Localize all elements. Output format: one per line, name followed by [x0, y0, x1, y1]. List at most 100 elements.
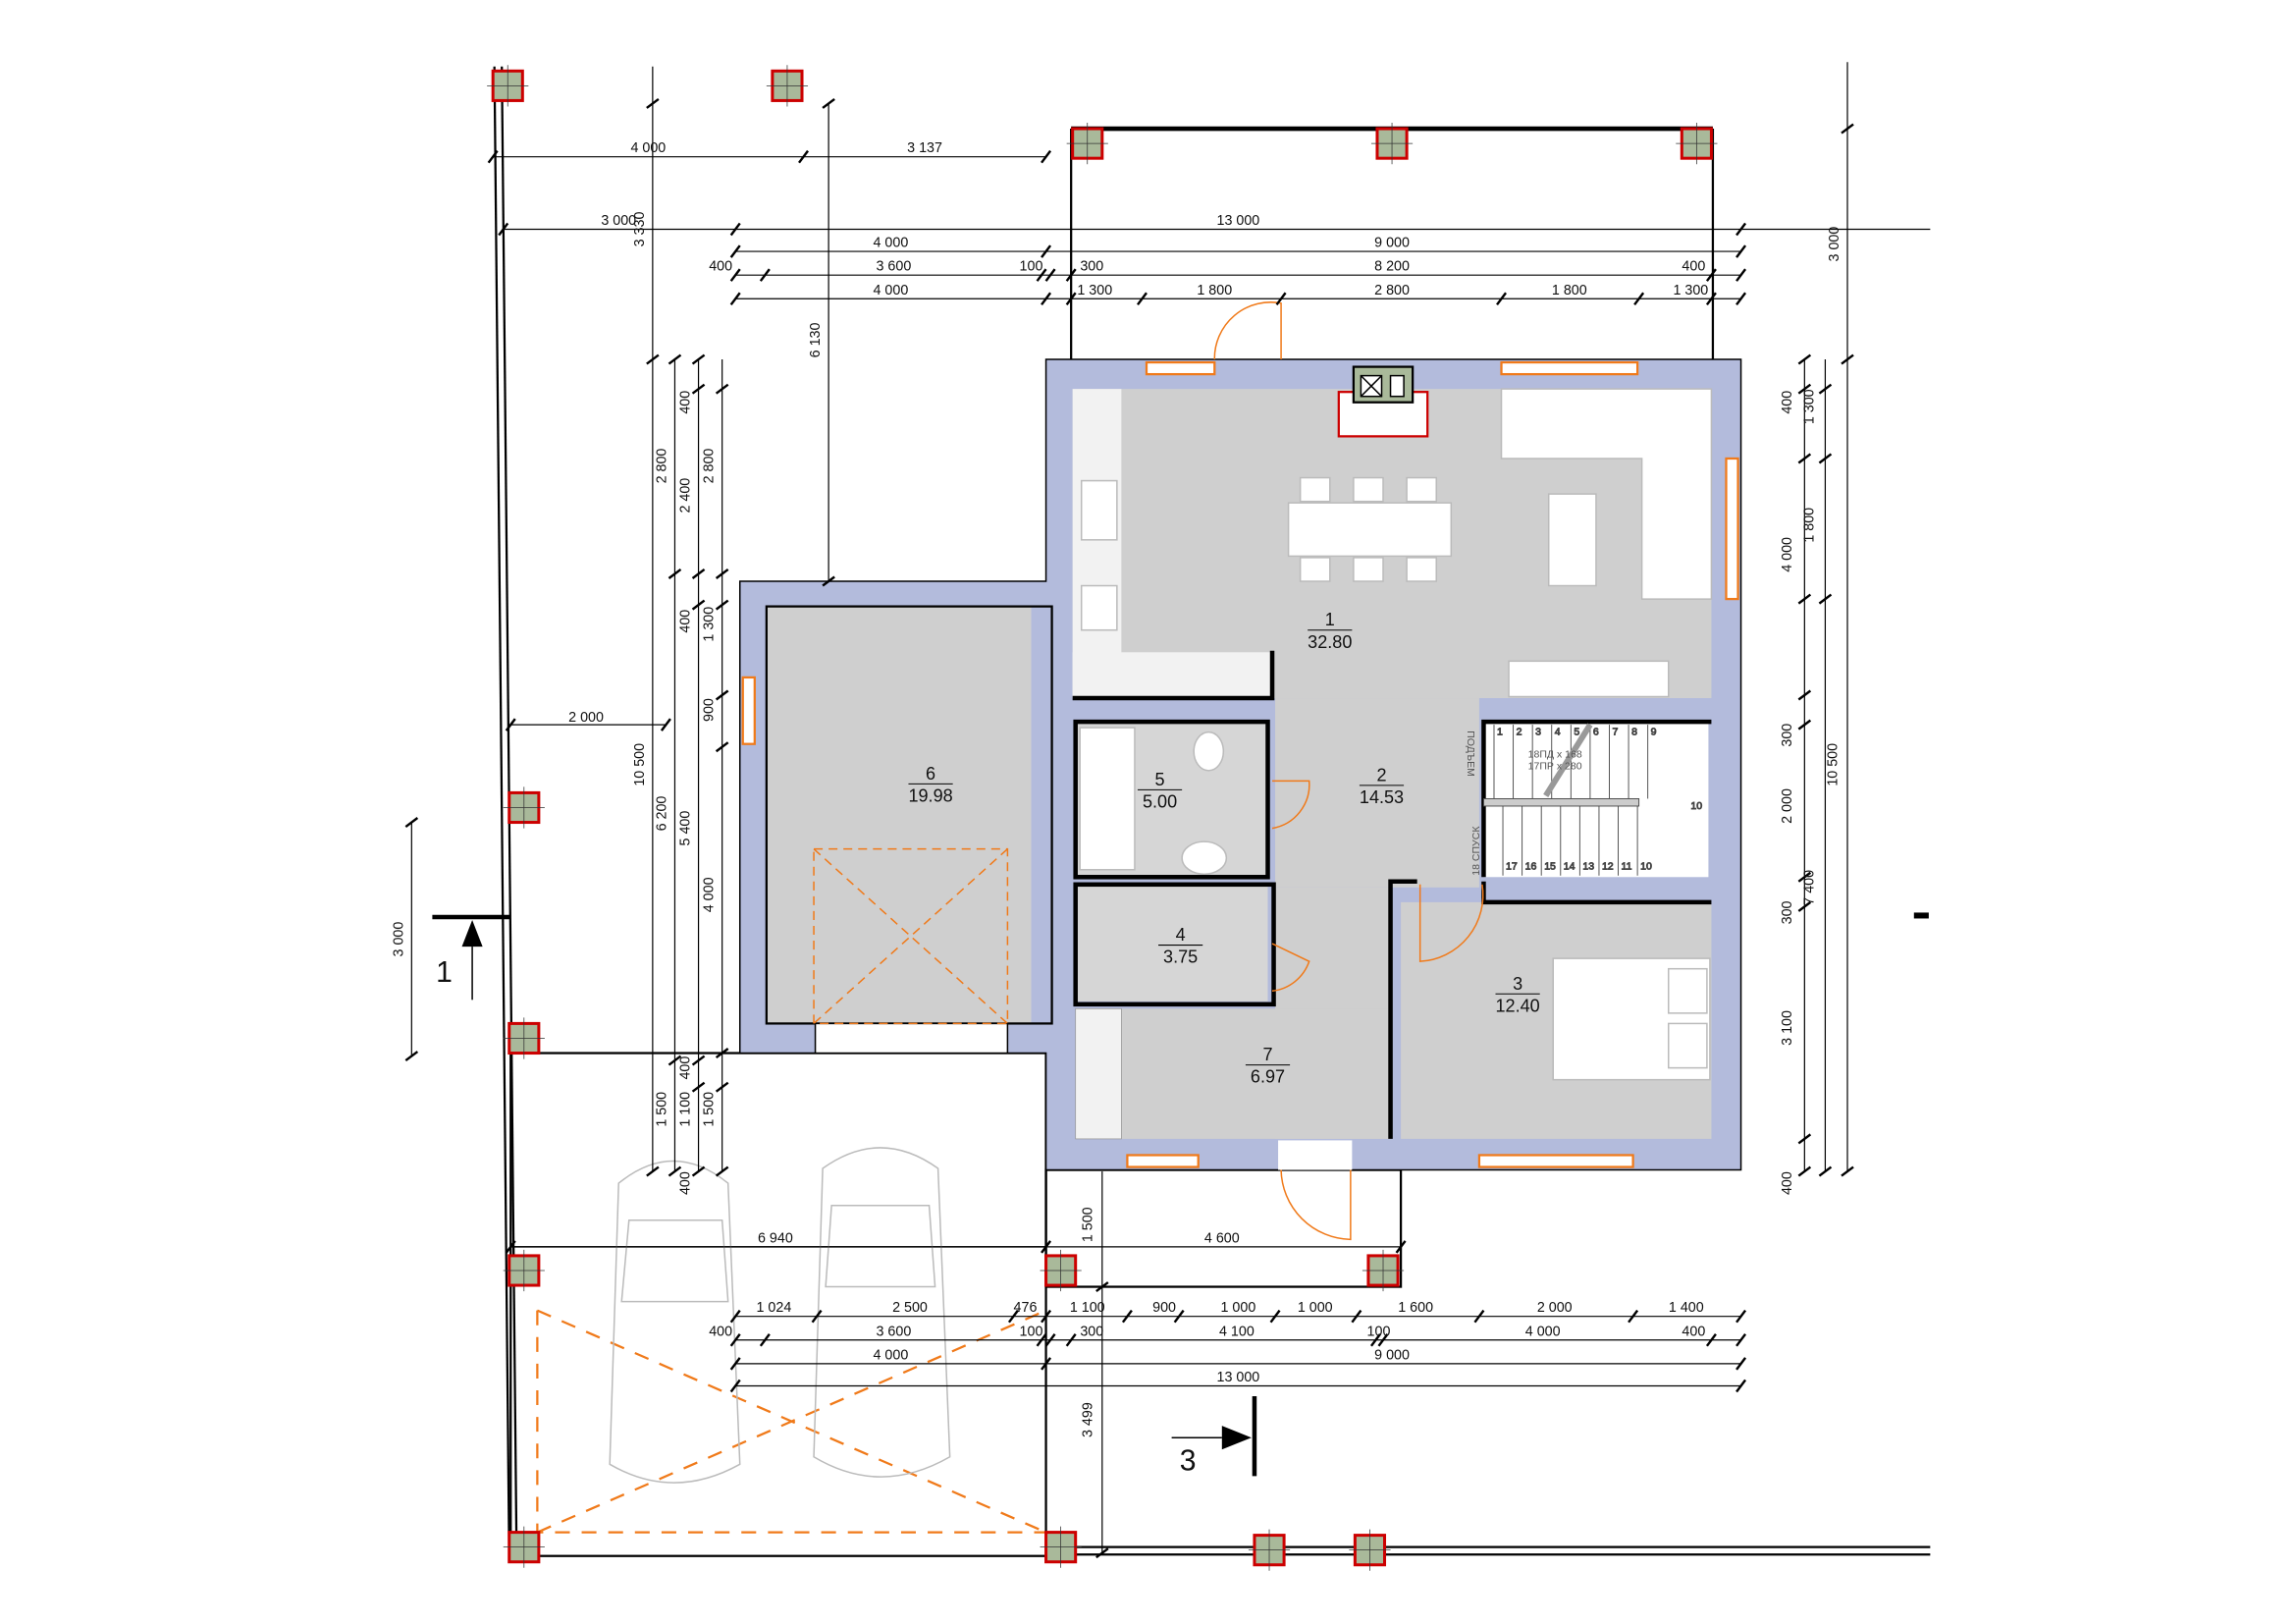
dimension-label: 9 000: [1374, 1347, 1410, 1363]
dimension-label: 2 500: [892, 1300, 928, 1316]
stair-step-number: 14: [1564, 861, 1575, 873]
dimension-tick: [1735, 1357, 1747, 1371]
dimension-tick: [715, 1081, 729, 1093]
stair-step-number: 2: [1517, 727, 1522, 738]
room-number: 7: [1262, 1045, 1272, 1064]
toilet: [1193, 731, 1225, 772]
dimension-tick: [1044, 268, 1056, 282]
dimension-label: 400: [678, 1171, 694, 1195]
section-tick-right: [1913, 912, 1929, 919]
dimension-label: 9 000: [1374, 236, 1410, 251]
stair-step-number: 9: [1651, 727, 1657, 738]
dimension-tick: [1705, 1333, 1717, 1347]
dimension-tick: [1041, 149, 1052, 164]
dimension-tick: [404, 1051, 419, 1062]
dimension-tick: [667, 353, 682, 365]
dimension-tick: [1841, 123, 1854, 135]
dimension-tick: [505, 718, 516, 731]
dimension-label: 3 100: [1780, 1010, 1795, 1046]
dimension-label: 1 100: [1070, 1300, 1105, 1316]
dimension-label: 3 600: [877, 1324, 912, 1339]
dimension-label: 6 200: [654, 796, 669, 832]
dimension-tick: [498, 222, 509, 237]
room-number: 3: [1513, 974, 1522, 994]
stair-step-number: 5: [1574, 727, 1579, 738]
dimension-label: 300: [1080, 259, 1103, 275]
dimension-tick: [1041, 1357, 1052, 1371]
dimension-label: 100: [1020, 1324, 1043, 1339]
dimension-tick: [660, 718, 671, 731]
column-axis: [1040, 1249, 1082, 1292]
dimension-tick: [691, 568, 706, 579]
dimension-tick: [667, 568, 682, 579]
room-number: 2: [1376, 765, 1386, 785]
dimension-label: 7 400: [1801, 870, 1817, 905]
dimension-label: 1 800: [1801, 508, 1817, 543]
stairs-up-label: ПОДЪЕМ: [1465, 731, 1476, 777]
dimension-tick: [1095, 1547, 1109, 1559]
doors: [813, 301, 1484, 1241]
dimension-label: 1 800: [1552, 283, 1587, 298]
dimension-tick: [1377, 1333, 1389, 1347]
room-number: 4: [1176, 925, 1186, 945]
dimension-tick: [1369, 1333, 1381, 1347]
dimension-label: 1 600: [1398, 1300, 1433, 1316]
dimension-label: 3 000: [391, 922, 406, 957]
column-axis: [1676, 123, 1718, 165]
dimension-tick: [1036, 1333, 1047, 1347]
dimension-tick: [1065, 292, 1077, 306]
dimension-label: 300: [1780, 724, 1795, 747]
dimension-label: 1 800: [1197, 283, 1232, 298]
stair-step-number: 8: [1631, 727, 1637, 738]
furniture: [1079, 388, 1713, 1081]
dimension-tick: [1797, 871, 1812, 883]
kitchen-island: [1547, 493, 1597, 587]
dimension-tick: [1269, 1309, 1281, 1324]
dimension-tick: [1818, 1165, 1833, 1177]
dining-table: [1287, 502, 1453, 558]
dimension-label: 3 600: [877, 259, 912, 275]
dimension-label: 1 500: [1080, 1207, 1095, 1242]
stair-step-number: 17: [1506, 861, 1518, 873]
car-right: [813, 1147, 951, 1478]
dimension-tick: [1797, 719, 1812, 731]
dimension-tick: [1473, 1309, 1485, 1324]
dimension-tick: [1797, 900, 1812, 912]
room-7-floor: [1121, 1008, 1391, 1139]
dimension-label: 2 000: [568, 710, 604, 726]
dimension-label: 3 000: [1827, 227, 1842, 262]
stair-step-number: 12: [1602, 861, 1614, 873]
dimension-label: 1 100: [678, 1092, 694, 1127]
dimension-tick: [1818, 383, 1833, 395]
dimension-tick: [1797, 383, 1812, 395]
dimension-label: 4 000: [1525, 1324, 1561, 1339]
dimension-label: 10 500: [632, 743, 648, 786]
section-marker-3: 3: [1171, 1396, 1257, 1477]
windows: [741, 360, 1739, 1170]
dimension-tick: [1735, 1333, 1747, 1347]
dimension-label: 300: [1780, 900, 1795, 924]
section-label-1: 1: [436, 956, 453, 989]
dimension-tick: [646, 1165, 660, 1177]
fence: [493, 66, 1931, 1556]
dimension-tick: [729, 1379, 741, 1393]
dimension-tick: [729, 1357, 741, 1371]
dimension-tick: [487, 149, 499, 164]
stair-step-number: 1: [1497, 727, 1503, 738]
dimension-tick: [1496, 292, 1508, 306]
dimension-tick: [691, 1081, 706, 1093]
stairs-risers: 18ПД x 168: [1528, 748, 1582, 760]
dimension-tick: [667, 1165, 682, 1177]
stair-step-number: 3: [1535, 727, 1541, 738]
dimension-label: 400: [678, 610, 694, 633]
dimension-tick: [1735, 268, 1747, 282]
dimension-label: 1 400: [1669, 1300, 1704, 1316]
dimension-label: 4 000: [1780, 537, 1795, 572]
room-area: 19.98: [908, 785, 952, 805]
room-area: 3.75: [1163, 947, 1198, 967]
room-number: 6: [926, 764, 935, 784]
stair-step-number: 11: [1622, 861, 1632, 873]
dimension-tick: [729, 268, 741, 282]
dimension-label: 1 500: [702, 1092, 718, 1127]
